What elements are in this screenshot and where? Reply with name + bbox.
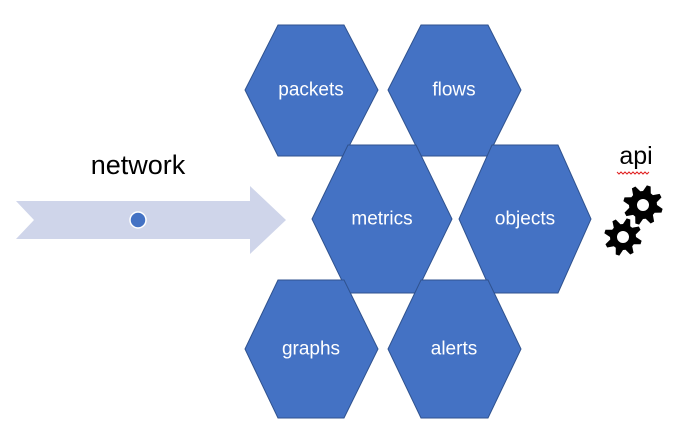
arrow-dot bbox=[129, 211, 147, 229]
hex-graphs: graphs bbox=[244, 279, 379, 419]
hex-packets: packets bbox=[244, 24, 379, 157]
gear-shape bbox=[623, 185, 663, 225]
spellcheck-underline bbox=[616, 171, 650, 175]
hex-alerts-label: alerts bbox=[431, 339, 477, 360]
network-label: network bbox=[91, 150, 186, 180]
hex-flows-label: flows bbox=[432, 80, 475, 101]
hex-objects-label: objects bbox=[495, 209, 555, 230]
hexagon-cluster: packets flows metrics objects graphs ale… bbox=[244, 24, 592, 419]
gear-icon bbox=[623, 185, 663, 225]
hex-graphs-label: graphs bbox=[282, 339, 340, 360]
hexagon-shape bbox=[244, 279, 379, 419]
api-group: api bbox=[604, 142, 663, 256]
gear-shape bbox=[604, 218, 642, 256]
hex-objects: objects bbox=[458, 144, 592, 294]
network-input-arrow: network bbox=[16, 150, 286, 254]
hex-metrics: metrics bbox=[311, 144, 453, 294]
gear-icon bbox=[604, 218, 642, 256]
hex-alerts: alerts bbox=[387, 279, 522, 419]
hexagon-shape bbox=[387, 279, 522, 419]
hex-packets-label: packets bbox=[278, 80, 343, 101]
hex-flows: flows bbox=[387, 24, 522, 157]
api-label: api bbox=[619, 142, 652, 170]
hexagon-shape bbox=[458, 144, 592, 294]
arrow-shape bbox=[16, 186, 286, 254]
hex-metrics-label: metrics bbox=[351, 209, 412, 230]
